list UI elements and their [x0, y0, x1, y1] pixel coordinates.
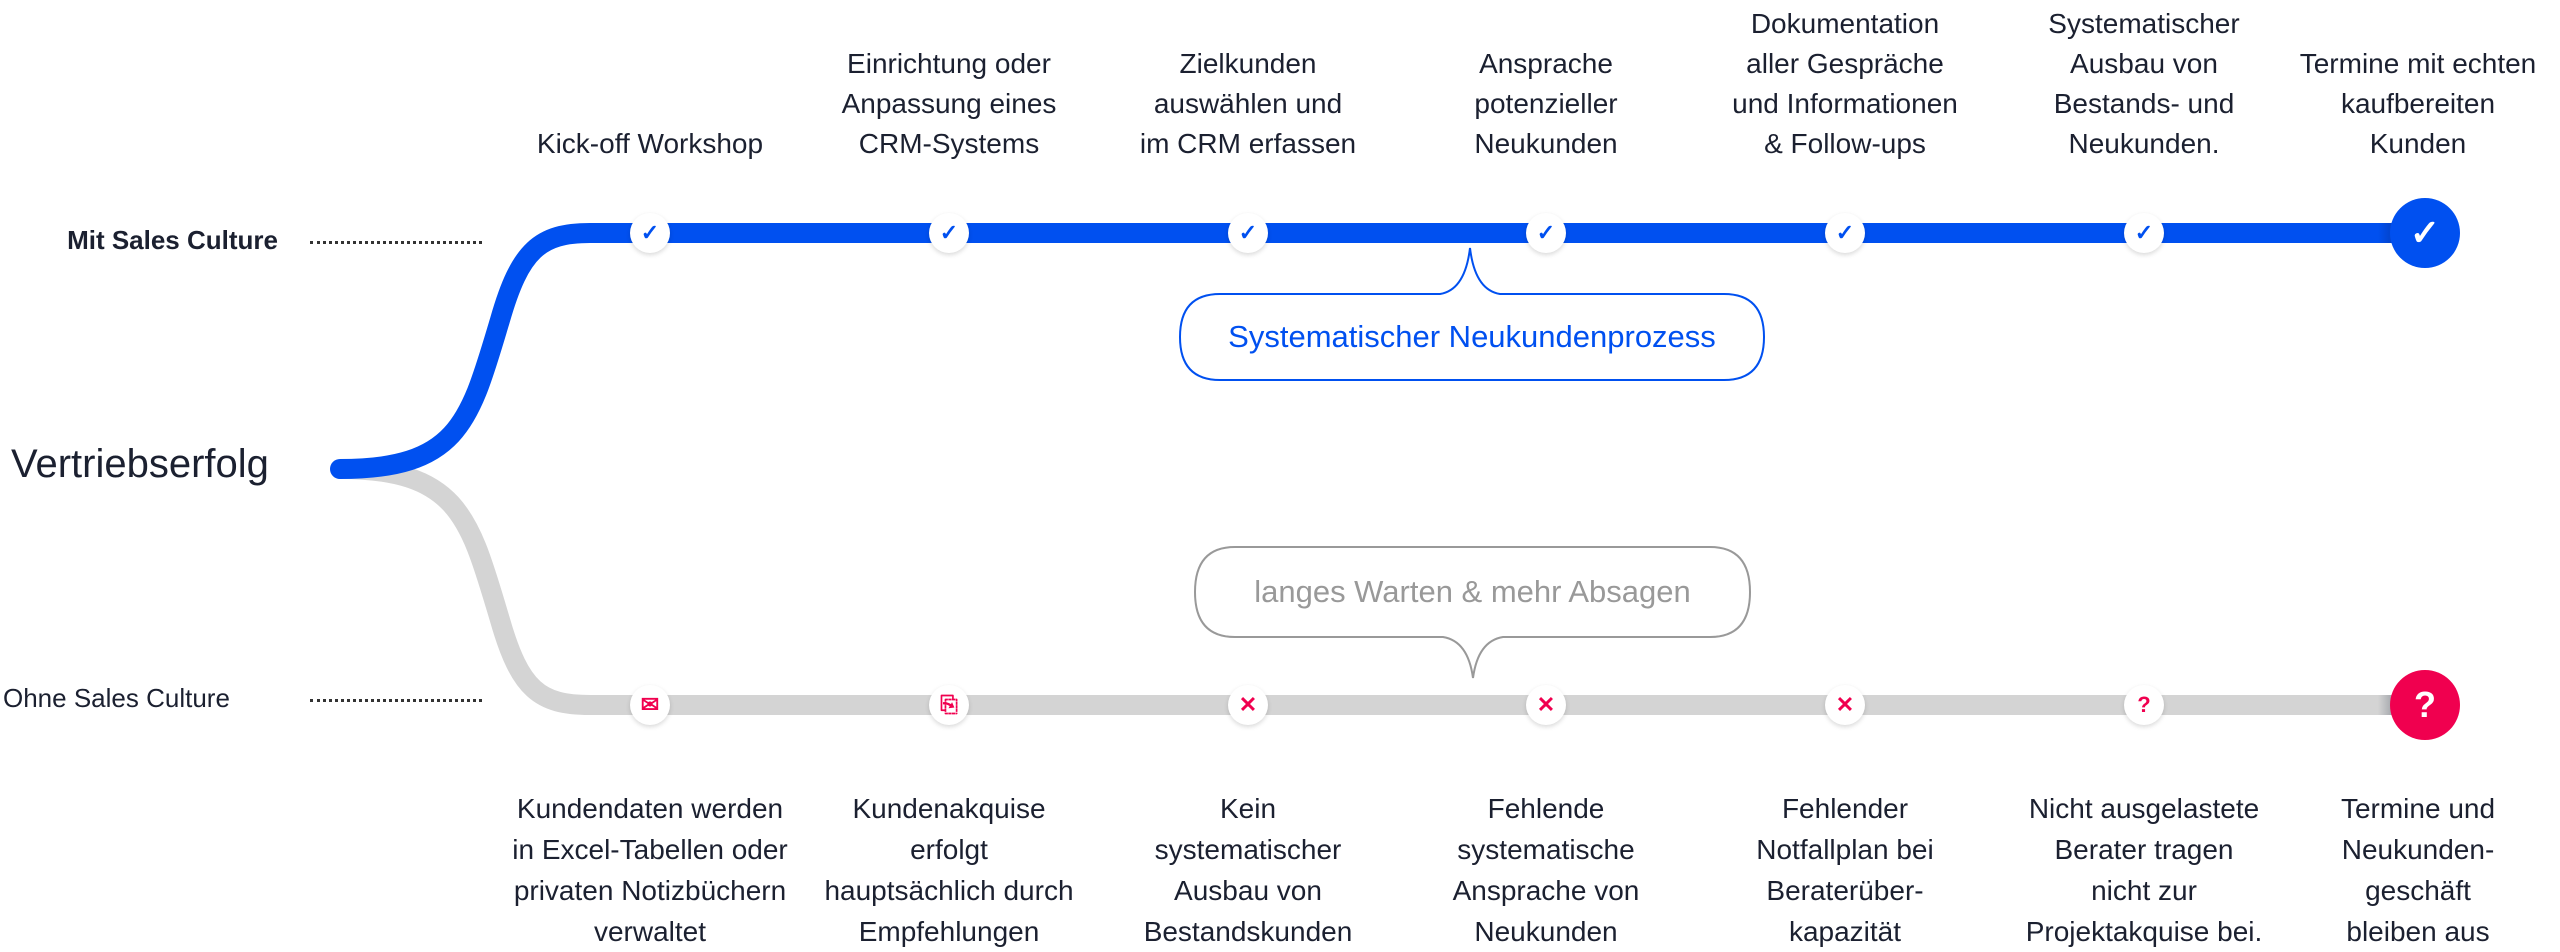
without-step-label: Nicht ausgelastete Berater tragen nicht …	[2025, 793, 2263, 947]
x-icon: ✕	[1238, 692, 1258, 717]
check-icon: ✓	[1238, 220, 1258, 245]
document-export-icon: ⎘	[940, 692, 958, 717]
without-step-node: ⎘	[929, 685, 969, 725]
check-icon: ✓	[1536, 220, 1556, 245]
with-bubble-text: Systematischer Neukundenprozess	[1228, 319, 1716, 354]
x-icon: ✕	[1536, 692, 1556, 717]
with-step-label: Dokumentation aller Gespräche und Inform…	[1732, 8, 1958, 159]
without-step-node: ✉	[630, 685, 670, 725]
with-line	[330, 223, 2290, 479]
without-step-node: ?	[2124, 685, 2164, 725]
without-line	[339, 459, 2280, 715]
check-icon: ✓	[2409, 212, 2441, 253]
without-step-node: ✕	[1825, 685, 1865, 725]
check-icon: ✓	[1835, 220, 1855, 245]
check-icon: ✓	[2134, 220, 2154, 245]
with-step-label: Zielkunden auswählen und im CRM erfassen	[1139, 48, 1357, 159]
without-step-node: ✕	[1526, 685, 1566, 725]
without-result-node: ?	[2390, 670, 2460, 740]
without-step-label: Kundenakquise erfolgt hauptsächlich durc…	[824, 793, 1074, 947]
with-step-node: ✓	[1825, 213, 1865, 253]
with-step-label: Kick-off Workshop	[536, 128, 764, 159]
without-sales-culture-label: Ohne Sales Culture	[3, 683, 230, 713]
without-result-label: Termine und Neukunden- geschäft bleiben …	[2340, 793, 2496, 947]
with-dotted-line	[310, 241, 482, 244]
with-result-node: ✓	[2390, 198, 2460, 268]
without-bubble-outline	[1193, 546, 1752, 679]
question-icon: ?	[2414, 684, 2436, 725]
with-line-end	[2280, 223, 2420, 243]
without-step-label: Kundendaten werden in Excel-Tabellen ode…	[512, 793, 788, 947]
with-step-label: Ansprache potenzieller Neukunden	[1474, 48, 1618, 159]
with-step-node: ✓	[1526, 213, 1566, 253]
without-bubble-text: langes Warten & mehr Absagen	[1254, 574, 1691, 609]
with-step-node: ✓	[630, 213, 670, 253]
question-icon: ?	[2137, 692, 2151, 717]
check-icon: ✓	[939, 220, 959, 245]
without-line-end	[2280, 695, 2420, 715]
with-step-label: Einrichtung oder Anpassung eines CRM-Sys…	[841, 48, 1057, 159]
with-step-node: ✓	[1228, 213, 1268, 253]
without-step-label: Fehlende systematische Ansprache von Neu…	[1452, 793, 1640, 947]
with-step-label: Systematischer Ausbau von Bestands- und …	[2048, 8, 2240, 159]
without-step-label: Fehlender Notfallplan bei Beraterüber- k…	[1756, 793, 1934, 947]
with-result-label: Termine mit echten kaufbereiten Kunden	[2299, 48, 2537, 159]
without-dotted-line	[310, 699, 482, 702]
with-step-node: ✓	[929, 213, 969, 253]
check-icon: ✓	[640, 220, 660, 245]
without-step-label: Kein systematischer Ausbau von Bestandsk…	[1143, 793, 1353, 947]
with-step-node: ✓	[2124, 213, 2164, 253]
envelope-icon: ✉	[640, 692, 660, 717]
x-icon: ✕	[1835, 692, 1855, 717]
with-bubble-outline	[1178, 247, 1766, 381]
with-sales-culture-label: Mit Sales Culture	[67, 225, 278, 255]
root-label: Vertriebserfolg	[11, 442, 269, 486]
without-step-node: ✕	[1228, 685, 1268, 725]
